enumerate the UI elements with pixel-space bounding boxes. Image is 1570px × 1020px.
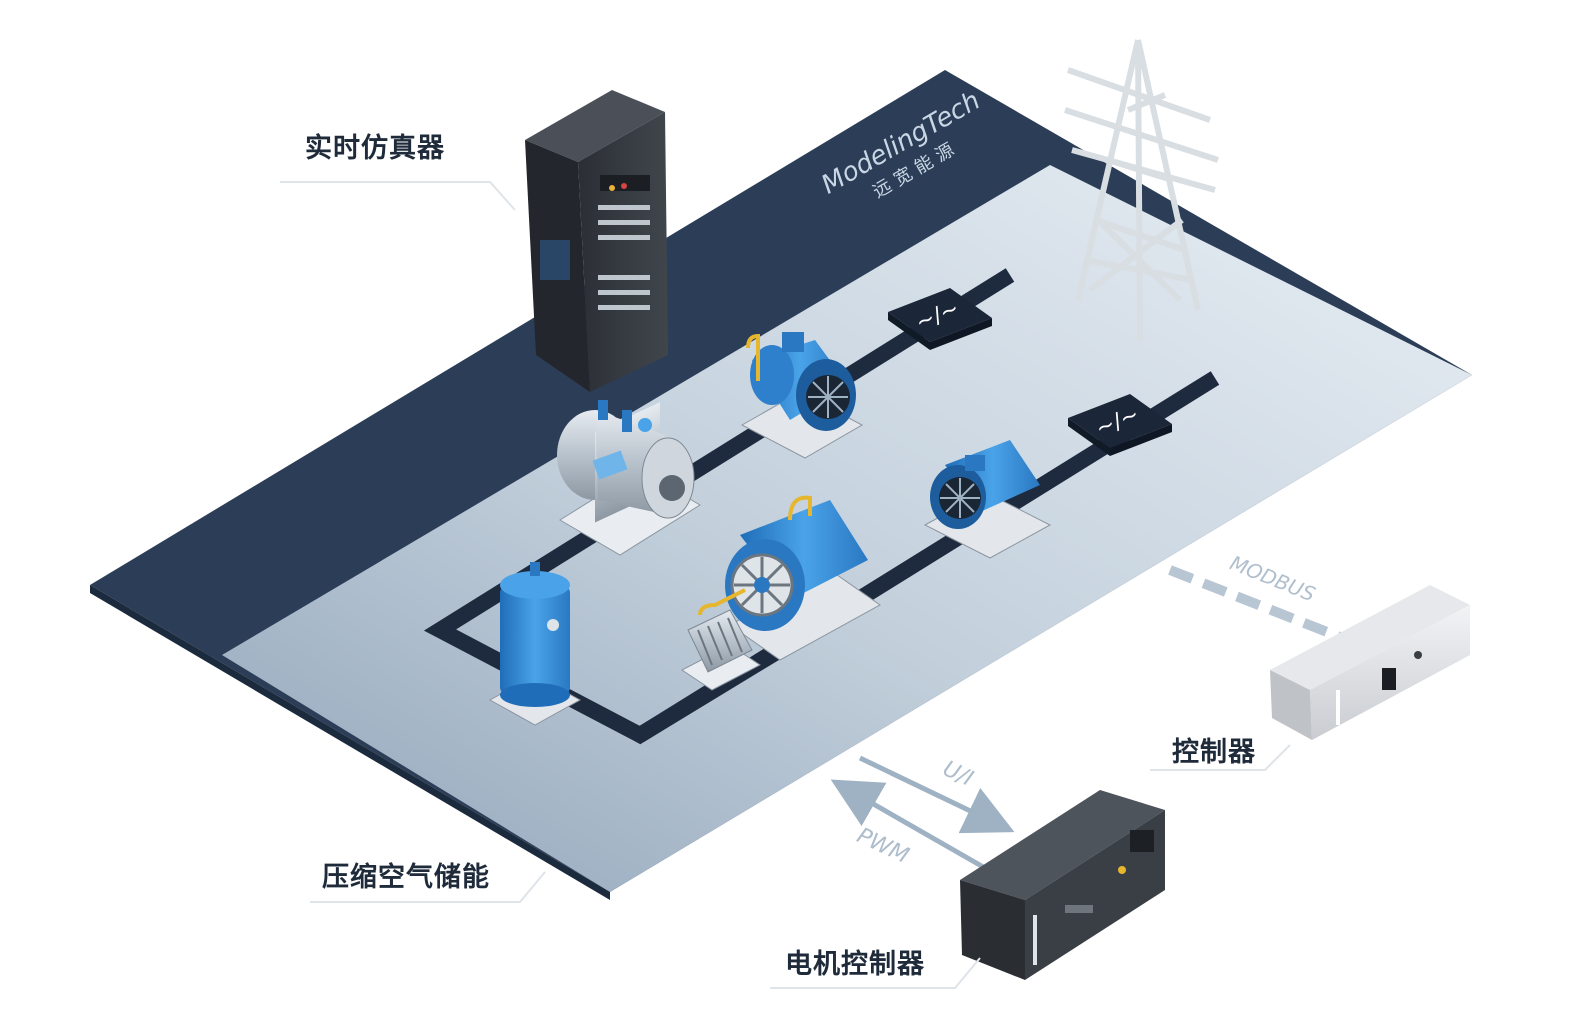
simulator-label: 实时仿真器	[305, 133, 445, 164]
platform	[90, 70, 1472, 900]
modbus-link: MODBUS	[1168, 551, 1362, 650]
caes-leader	[310, 871, 546, 903]
converter-lower: ~/~	[1068, 394, 1172, 456]
vertical-air-tank	[488, 562, 582, 726]
controller-device	[1270, 585, 1470, 740]
motor-controller-label: 电机控制器	[785, 949, 925, 980]
simulator-cabinet	[525, 90, 668, 392]
motor-controller-device	[960, 790, 1165, 980]
generator-unit	[725, 495, 881, 661]
signal-arrows: U/I PWM	[830, 755, 1015, 871]
platform-edge	[90, 585, 610, 900]
label-leaders	[280, 181, 1291, 989]
ui-label: U/I	[939, 756, 977, 791]
drive-motor	[923, 440, 1052, 559]
ui-arrow	[858, 755, 1015, 834]
simulator-leader	[280, 181, 516, 211]
motor-controller-leader	[770, 957, 981, 989]
controller-leader	[1150, 744, 1291, 771]
compressor-motor	[740, 332, 864, 459]
pwm-arrow	[830, 779, 987, 871]
caes-label: 压缩空气储能	[322, 862, 490, 893]
heat-exchanger	[681, 588, 761, 691]
air-storage-tank	[557, 400, 701, 556]
pwm-label: PWM	[853, 823, 913, 868]
transmission-tower	[1064, 39, 1219, 341]
converter-upper: ~/~	[888, 288, 992, 350]
controller-label: 控制器	[1172, 737, 1256, 768]
